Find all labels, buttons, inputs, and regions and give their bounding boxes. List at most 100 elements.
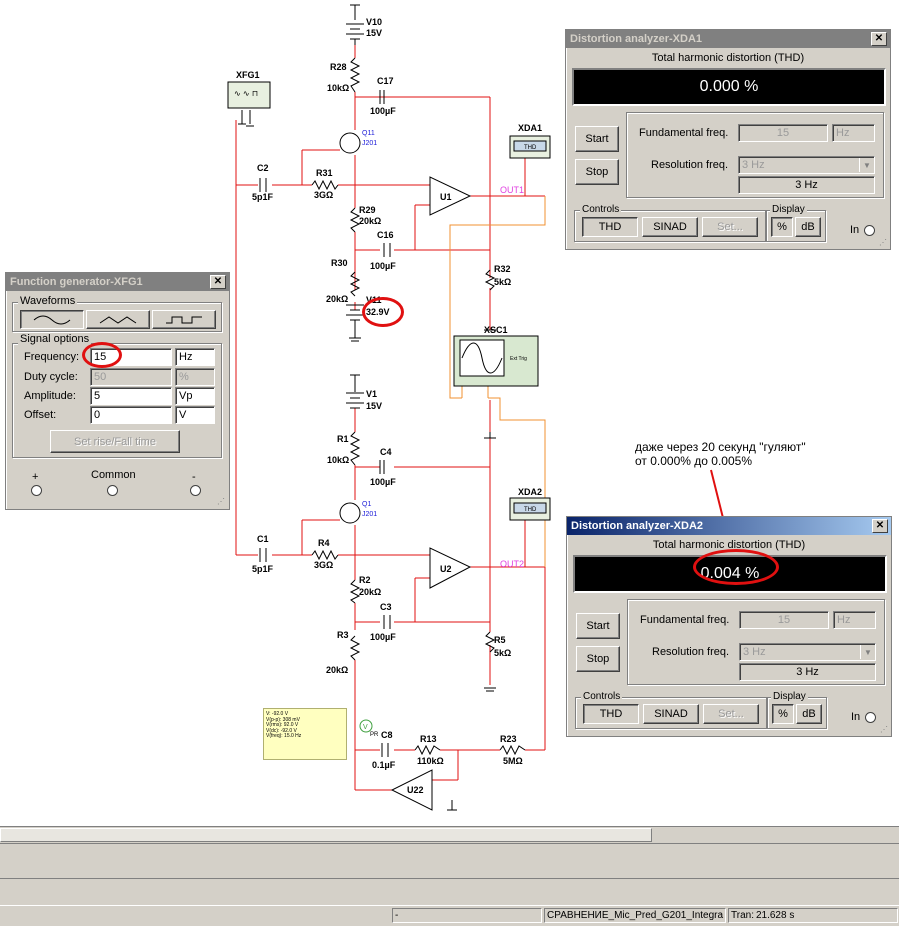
probe-line: V(dc): -92.0 V: [266, 727, 297, 734]
fg-offset-field[interactable]: 0: [90, 406, 172, 424]
fg-minus-terminal[interactable]: [190, 485, 201, 496]
close-icon[interactable]: ✕: [871, 32, 887, 46]
r2-value: 20kΩ: [359, 587, 381, 597]
r31-name: R31: [316, 168, 333, 178]
xda2-start-button[interactable]: Start: [576, 613, 620, 639]
xda1-res-select[interactable]: 3 Hz ▼: [738, 156, 875, 174]
triangle-wave-button[interactable]: [86, 310, 150, 329]
r13-value: 110kΩ: [417, 756, 444, 766]
annotation-note: даже через 20 секунд "гуляют" от 0.000% …: [635, 440, 806, 468]
r1-name: R1: [337, 434, 349, 444]
xda1-titlebar[interactable]: Distortion analyzer-XDA1 ✕: [566, 30, 890, 48]
xda2-res-label: Resolution freq.: [652, 646, 730, 658]
status-cell-1: -: [392, 908, 542, 923]
xda1-title: Distortion analyzer-XDA1: [570, 33, 703, 45]
fg-amp-unit[interactable]: Vp: [175, 387, 215, 405]
xda2-res-select-value: 3 Hz: [743, 646, 766, 658]
xda2-title: Distortion analyzer-XDA2: [571, 520, 704, 532]
r23-name: R23: [500, 734, 517, 744]
xda1-db-button[interactable]: dB: [795, 217, 821, 237]
xda2-res-select[interactable]: 3 Hz ▼: [739, 643, 876, 661]
xda2-db-button[interactable]: dB: [796, 704, 822, 724]
xda2-controls-label: Controls: [581, 691, 623, 702]
resize-grip-icon[interactable]: ⋰: [217, 497, 225, 506]
xda1-percent-button[interactable]: %: [771, 217, 793, 237]
xda1-thd-button[interactable]: THD: [582, 217, 638, 237]
chevron-down-icon[interactable]: ▼: [860, 645, 875, 659]
c8-name: C8: [381, 730, 393, 740]
r30-value: 20kΩ: [326, 294, 348, 304]
xda2-display-label: Display: [771, 691, 808, 702]
xsc1-ext: Ext Trig: [510, 356, 527, 362]
xda2-titlebar[interactable]: Distortion analyzer-XDA2 ✕: [567, 517, 891, 535]
chevron-down-icon[interactable]: ▼: [859, 158, 874, 172]
xda2-thd-button[interactable]: THD: [583, 704, 639, 724]
xda1-fund-unit[interactable]: Hz: [832, 124, 875, 142]
xfg1-wave-glyphs: ∿ ∿ ⊓: [234, 89, 258, 98]
fg-common-terminal[interactable]: [107, 485, 118, 496]
xda1-settings-group: [626, 112, 884, 198]
scope-wires: [449, 196, 546, 567]
annotation-line1: даже через 20 секунд "гуляют": [635, 440, 806, 454]
resize-grip-icon[interactable]: ⋰: [880, 725, 888, 734]
xda2-percent-button[interactable]: %: [772, 704, 794, 724]
r30-name: R30: [331, 258, 348, 268]
u1-name: U1: [440, 192, 452, 202]
r4-value: 3GΩ: [314, 560, 333, 570]
u2-name: U2: [440, 564, 452, 574]
net-out1: OUT1: [500, 185, 524, 195]
fg-set-rise-button[interactable]: Set rise/Fall time: [50, 430, 180, 453]
fg-amp-label: Amplitude:: [24, 390, 76, 402]
fg-title: Function generator-XFG1: [10, 276, 143, 288]
fg-window: Function generator-XFG1 ✕ Waveforms Sign…: [5, 272, 230, 510]
probe-icon[interactable]: [359, 719, 373, 733]
fg-plus-terminal[interactable]: [31, 485, 42, 496]
sine-wave-button[interactable]: [20, 310, 84, 329]
xda1-in-terminal[interactable]: [864, 225, 875, 236]
xsc1-sine: [461, 342, 503, 374]
sine-wave-icon: [33, 315, 71, 324]
highlight-ring-v11: [362, 297, 404, 327]
xda2-name: XDA2: [518, 487, 542, 497]
scrollbar-thumb[interactable]: [0, 828, 652, 842]
xfg1-symbol[interactable]: [227, 81, 271, 109]
xda1-sinad-button[interactable]: SINAD: [642, 217, 698, 237]
c2-value: 5p1F: [252, 192, 274, 202]
xda1-fund-field[interactable]: 15: [738, 124, 828, 142]
fg-freq-unit[interactable]: Hz: [175, 348, 215, 366]
fg-offset-unit[interactable]: V: [175, 406, 215, 424]
xda1-heading: Total harmonic distortion (THD): [651, 52, 805, 64]
xda2-fund-unit[interactable]: Hz: [833, 611, 876, 629]
xda2-fund-field[interactable]: 15: [739, 611, 829, 629]
xsc1-name: XSC1: [484, 325, 508, 335]
horizontal-scrollbar[interactable]: [0, 826, 899, 843]
v1-value: 15V: [366, 401, 382, 411]
xda1-set-button[interactable]: Set...: [702, 217, 758, 237]
c17-name: C17: [377, 76, 394, 86]
xda2-stop-button[interactable]: Stop: [576, 646, 620, 672]
square-wave-icon: [166, 316, 202, 323]
fg-duty-unit[interactable]: %: [175, 368, 215, 386]
r1-value: 10kΩ: [327, 455, 349, 465]
xda1-start-button[interactable]: Start: [575, 126, 619, 152]
xda2-inner: [513, 502, 547, 514]
xda2-sinad-button[interactable]: SINAD: [643, 704, 699, 724]
fg-titlebar[interactable]: Function generator-XFG1 ✕: [6, 273, 229, 291]
xda2-in-terminal[interactable]: [865, 712, 876, 723]
close-icon[interactable]: ✕: [210, 275, 226, 289]
c1-value: 5p1F: [252, 564, 274, 574]
fg-amp-field[interactable]: 5: [90, 387, 172, 405]
xda1-in-label: In: [850, 224, 860, 236]
xda1-stop-button[interactable]: Stop: [575, 159, 619, 185]
square-wave-button[interactable]: [152, 310, 216, 329]
fg-duty-field[interactable]: 50: [90, 368, 172, 386]
resize-grip-icon[interactable]: ⋰: [879, 238, 887, 247]
fg-duty-label: Duty cycle:: [24, 371, 78, 383]
close-icon[interactable]: ✕: [872, 519, 888, 533]
fg-minus-label: -: [192, 471, 196, 483]
net-out2: OUT2: [500, 559, 524, 569]
xda2-set-button[interactable]: Set...: [703, 704, 759, 724]
probe-line: V(rms): 92.0 V: [266, 722, 299, 728]
xda1-controls-group: [574, 210, 766, 242]
